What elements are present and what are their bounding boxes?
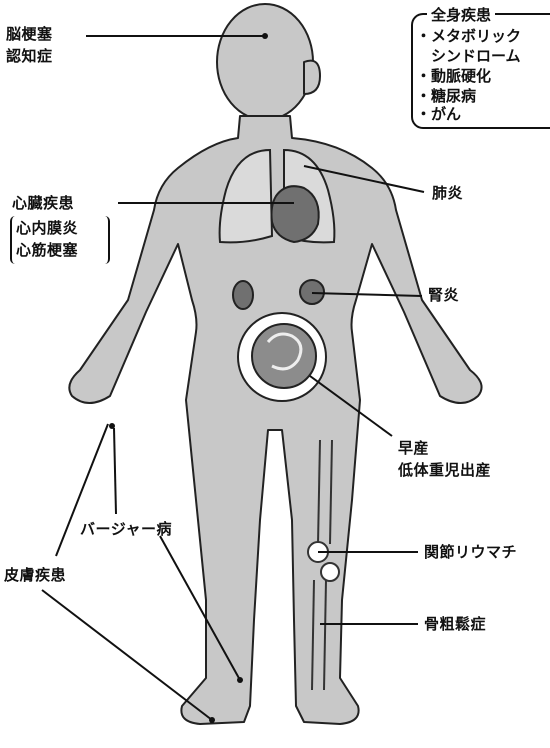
label-preterm-1: 早産 bbox=[398, 438, 429, 459]
dot-foot bbox=[209, 717, 215, 723]
left-kidney bbox=[233, 281, 253, 309]
systemic-item-4: ・糖尿病 bbox=[416, 86, 476, 106]
heart bbox=[272, 186, 319, 242]
dot-ankle bbox=[237, 677, 243, 683]
label-joint: 関節リウマチ bbox=[424, 542, 517, 563]
dot-brain bbox=[262, 33, 268, 39]
systemic-item-2: シンドローム bbox=[416, 46, 521, 66]
label-preterm-2: 低体重児出産 bbox=[398, 460, 491, 481]
label-lung: 肺炎 bbox=[432, 183, 463, 204]
ear bbox=[304, 61, 320, 94]
right-kidney bbox=[300, 280, 324, 304]
label-buerger: バージャー病 bbox=[80, 519, 172, 540]
head bbox=[217, 4, 313, 120]
label-heart: 心臓疾患 bbox=[12, 193, 74, 214]
label-bone: 骨粗鬆症 bbox=[424, 614, 486, 635]
leader-buerger-a bbox=[114, 428, 116, 514]
systemic-disease-title: 全身疾患 bbox=[427, 6, 495, 24]
dot-hand bbox=[109, 423, 115, 429]
label-skin: 皮膚疾患 bbox=[4, 565, 66, 586]
label-kidney: 腎炎 bbox=[428, 285, 459, 306]
label-heart-sub-1: 心内膜炎 bbox=[16, 218, 78, 239]
knee-cap bbox=[321, 563, 339, 581]
systemic-item-3: ・動脈硬化 bbox=[416, 66, 491, 86]
leader-skin-b bbox=[42, 590, 212, 720]
label-brain-2: 認知症 bbox=[6, 46, 53, 67]
label-brain-1: 脳梗塞 bbox=[6, 24, 53, 45]
label-heart-sub-2: 心筋梗塞 bbox=[16, 240, 78, 261]
systemic-item-1: ・メタボリック bbox=[416, 26, 521, 46]
systemic-item-5: ・がん bbox=[416, 104, 461, 124]
